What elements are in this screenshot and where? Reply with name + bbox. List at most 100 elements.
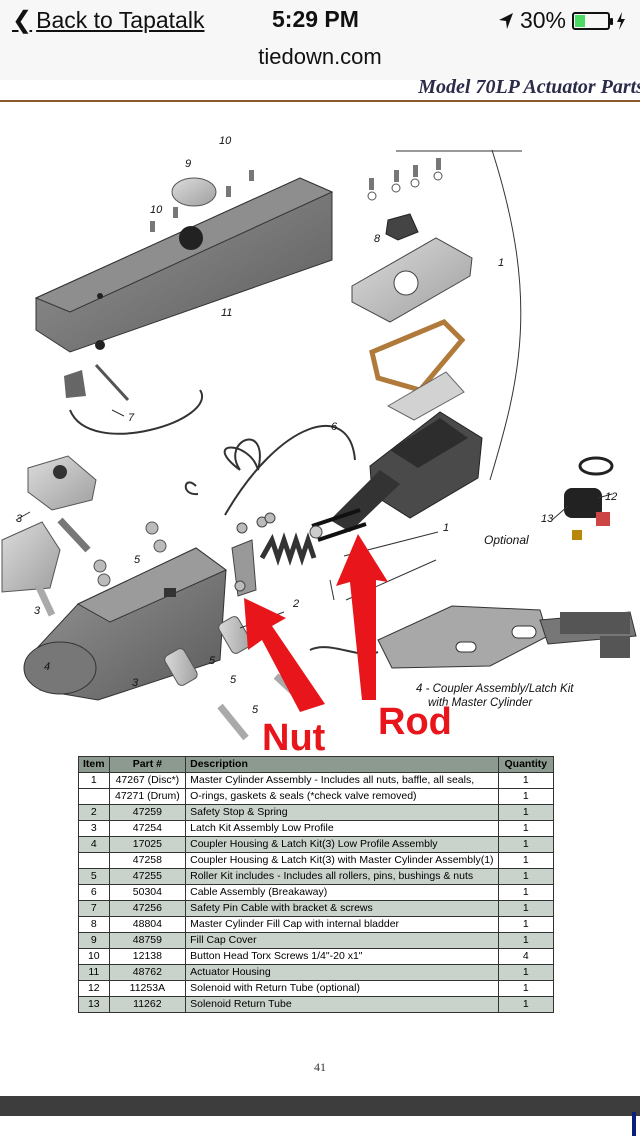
cell-quantity: 1 xyxy=(497,804,555,821)
document-header: Model 70LP Actuator Parts xyxy=(0,76,640,102)
header-quantity: Quantity xyxy=(497,756,555,773)
cell-quantity: 1 xyxy=(497,772,555,789)
cell-part: 11262 xyxy=(108,996,187,1013)
cell-description: Safety Pin Cable with bracket & screws xyxy=(185,900,499,917)
red-arrow-annotations xyxy=(244,534,388,712)
cell-description: Button Head Torx Screws 1/4"-20 x1" xyxy=(185,948,499,965)
callout-12: 12 xyxy=(605,491,617,503)
cell-part: 47271 (Drum) xyxy=(108,788,187,805)
cell-quantity: 1 xyxy=(497,900,555,917)
cell-quantity: 1 xyxy=(497,868,555,885)
header-description: Description xyxy=(185,756,499,773)
header-item: Item xyxy=(78,756,110,773)
assembly-caption-line2: with Master Cylinder xyxy=(428,697,533,709)
gasket xyxy=(369,319,466,393)
back-to-app-button[interactable]: ❮ Back to Tapatalk xyxy=(12,6,204,35)
cell-quantity: 1 xyxy=(497,932,555,949)
cell-item: 13 xyxy=(78,996,110,1013)
cell-item xyxy=(78,788,110,805)
master-cylinder xyxy=(311,411,483,542)
nut-arrow xyxy=(244,598,325,712)
cell-part: 50304 xyxy=(108,884,187,901)
callout-1a: 1 xyxy=(498,257,504,269)
cell-quantity: 1 xyxy=(497,884,555,901)
callout-3b: 3 xyxy=(34,605,41,617)
cell-description: Solenoid with Return Tube (optional) xyxy=(185,980,499,997)
cell-quantity: 1 xyxy=(497,820,555,837)
cell-quantity: 4 xyxy=(497,948,555,965)
rod-arrow xyxy=(336,534,388,700)
callout-8: 8 xyxy=(374,233,381,245)
cell-item: 9 xyxy=(78,932,110,949)
bottom-toolbar xyxy=(0,1096,640,1136)
actuator-housing xyxy=(34,177,334,353)
optional-label: Optional xyxy=(484,533,529,547)
cell-part: 47254 xyxy=(108,820,187,837)
cell-description: Solenoid Return Tube xyxy=(185,996,499,1013)
browser-url-bar[interactable]: tiedown.com xyxy=(0,42,640,80)
cell-item: 11 xyxy=(78,964,110,981)
cell-item: 12 xyxy=(78,980,110,997)
callout-11: 11 xyxy=(221,307,232,319)
callout-5a: 5 xyxy=(134,554,141,566)
cell-part: 47267 (Disc*) xyxy=(108,772,187,789)
status-time: 5:29 PM xyxy=(272,6,359,32)
cell-quantity: 1 xyxy=(497,996,555,1013)
status-right-group: 30% xyxy=(498,7,626,34)
callout-13: 13 xyxy=(541,513,554,525)
cell-part: 48762 xyxy=(108,964,187,981)
top-screws xyxy=(367,158,443,201)
cell-quantity: 1 xyxy=(497,980,555,997)
cell-part: 47256 xyxy=(108,900,187,917)
callout-3a: 3 xyxy=(16,513,23,525)
cell-part: 17025 xyxy=(108,836,187,853)
callout-1b: 1 xyxy=(443,522,449,534)
charging-bolt-icon xyxy=(617,11,625,30)
cell-part: 11253A xyxy=(108,980,187,997)
mounting-plate xyxy=(351,237,473,323)
callout-5b: 5 xyxy=(209,655,216,667)
cell-item: 2 xyxy=(78,804,110,821)
fill-cap xyxy=(385,213,419,241)
cell-part: 47259 xyxy=(108,804,187,821)
chevron-left-icon: ❮ xyxy=(12,7,33,34)
parts-table-header: Item Part # Description Quantity xyxy=(78,756,555,773)
callout-10b: 10 xyxy=(150,204,163,216)
cell-quantity: 1 xyxy=(497,964,555,981)
annotation-nut: Nut xyxy=(262,717,326,755)
header-part: Part # xyxy=(108,756,187,773)
cell-item: 8 xyxy=(78,916,110,933)
cell-description: Master Cylinder Fill Cap with internal b… xyxy=(185,916,499,933)
baffle xyxy=(386,371,465,421)
callout-7: 7 xyxy=(128,412,135,424)
location-arrow-icon xyxy=(498,12,513,29)
page-number: 41 xyxy=(314,1060,326,1074)
cell-description: Fill Cap Cover xyxy=(185,932,499,949)
cell-item: 1 xyxy=(78,772,110,789)
callout-5d: 5 xyxy=(252,704,259,716)
cell-description: Master Cylinder Assembly - Includes all … xyxy=(185,772,499,789)
cell-quantity: 1 xyxy=(497,852,555,869)
status-bar: ❮ Back to Tapatalk 5:29 PM 30% xyxy=(0,0,640,42)
battery-percent: 30% xyxy=(519,7,566,33)
callout-4: 4 xyxy=(44,661,50,673)
cell-description: Actuator Housing xyxy=(185,964,499,981)
document-title: Model 70LP Actuator Parts xyxy=(418,76,640,98)
cell-description: Roller Kit includes - Includes all rolle… xyxy=(185,868,499,885)
cell-part: 48804 xyxy=(108,916,187,933)
callout-numbers: 10 9 10 11 8 1 7 6 3 5 3 1 2 4 5 3 5 5 1… xyxy=(16,135,617,716)
callout-5c: 5 xyxy=(230,674,237,686)
cell-item: 10 xyxy=(78,948,110,965)
annotation-rod: Rod xyxy=(378,701,452,743)
